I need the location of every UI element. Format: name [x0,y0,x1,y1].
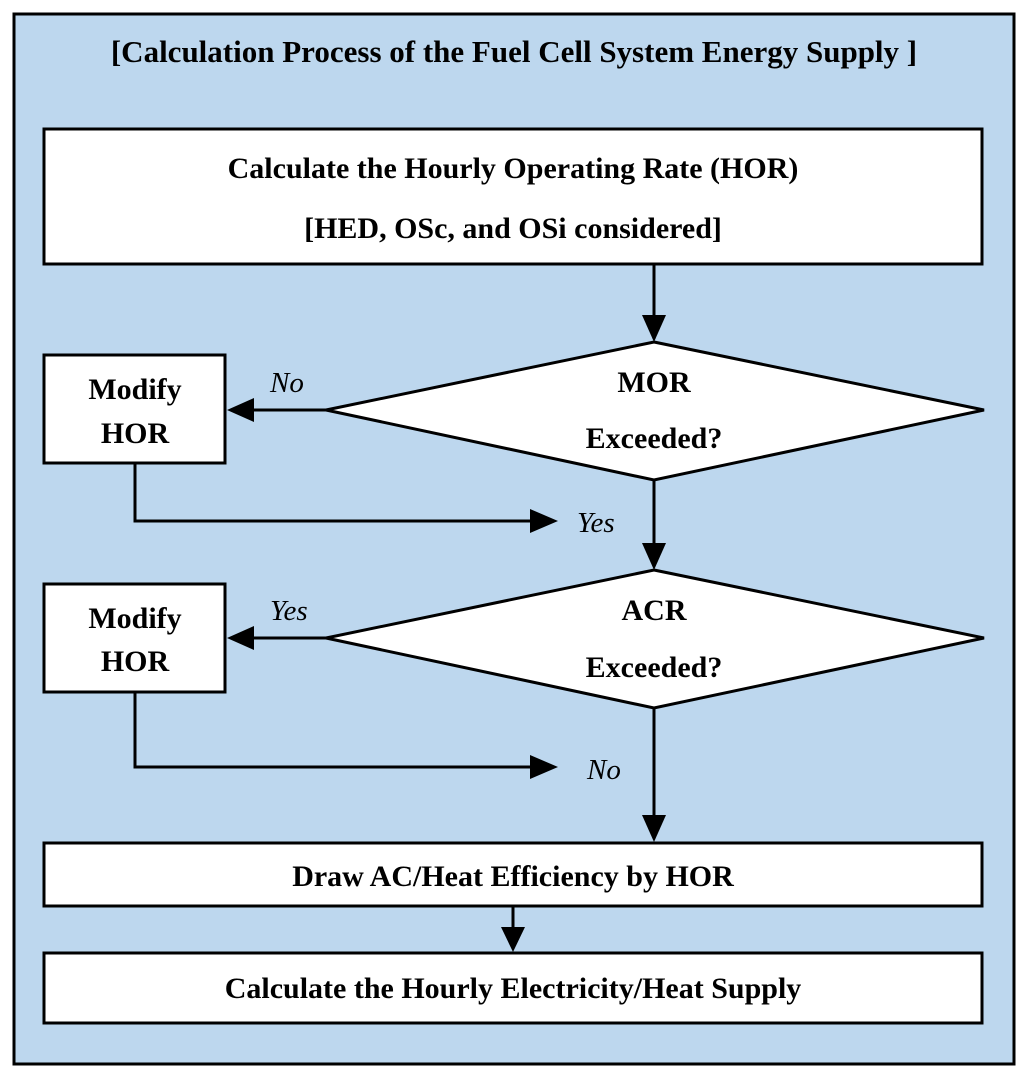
decision-acr-line2: Exceeded? [586,651,723,684]
arrowhead-decision2-to-step2 [642,815,666,842]
modify-hor-1-line1: Modify [88,373,181,406]
branch-label-yes-1: Yes [577,507,615,539]
arrowhead-decision2-to-modify2 [227,626,254,650]
step-calculate-hor-box [42,127,984,266]
modify-hor-2-line2: HOR [101,645,170,678]
step-calculate-hor-line2: [HED, OSc, and OSi considered] [304,212,722,245]
step-draw-efficiency-label: Draw AC/Heat Efficiency by HOR [292,860,734,893]
arrowhead-return-modify1 [530,509,558,533]
diagram-title: [Calculation Process of the Fuel Cell Sy… [111,34,917,69]
branch-label-no-2: No [586,754,621,786]
step-draw-efficiency-box [42,841,984,908]
step-calculate-supply-label: Calculate the Hourly Electricity/Heat Su… [225,972,802,1005]
step-calculate-supply-box [42,951,984,1025]
arrowhead-decision1-to-decision2 [642,543,666,570]
branch-label-no-1: No [269,367,304,399]
modify-hor-box-2 [42,582,227,694]
return-path-modify1 [133,463,535,523]
modify-hor-1-line2: HOR [101,417,170,450]
decision-mor-line2: Exceeded? [586,422,723,455]
arrowhead-step1-to-decision1 [642,315,666,342]
decision-acr-line1: ACR [622,594,687,627]
decision-mor-line1: MOR [617,366,691,399]
arrowhead-step2-to-step3 [501,927,525,952]
branch-label-yes-2: Yes [270,595,308,627]
return-path-modify2 [133,692,535,769]
modify-hor-box-1 [42,353,227,465]
arrowhead-decision1-to-modify1 [227,398,254,422]
arrowhead-return-modify2 [530,755,558,779]
step-calculate-hor-line1: Calculate the Hourly Operating Rate (HOR… [228,152,799,185]
modify-hor-2-line1: Modify [88,602,181,635]
